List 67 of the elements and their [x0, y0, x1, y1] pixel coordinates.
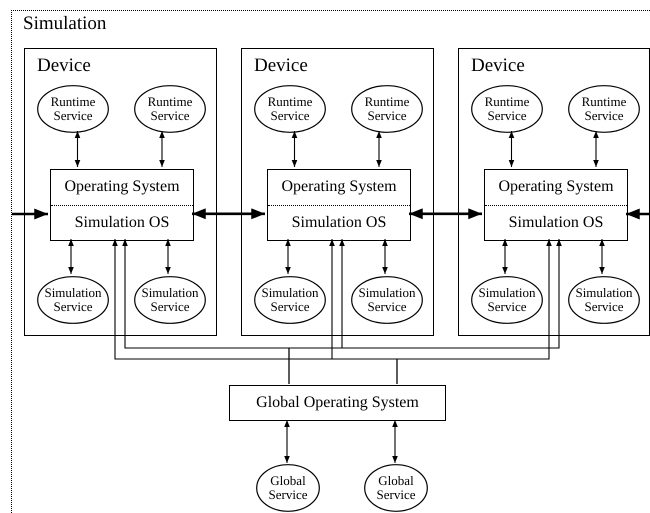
service-label: Runtime Service: [484, 95, 530, 123]
arrow: [12, 208, 48, 220]
device-box: [458, 48, 650, 336]
service-label: Simulation Service: [43, 286, 103, 314]
device-box: [241, 48, 434, 336]
service-label: Simulation Service: [260, 286, 320, 314]
arrow: [396, 239, 552, 384]
service-ellipse: [256, 464, 320, 512]
service-ellipse: [351, 85, 423, 133]
global-os-box: [229, 385, 446, 421]
service-label: Global Service: [268, 474, 308, 502]
simulation-frame: [11, 10, 650, 513]
arrow: [409, 208, 482, 220]
device-title: Device: [471, 55, 525, 77]
device-title: Device: [37, 55, 91, 77]
service-label: Runtime Service: [50, 95, 96, 123]
arrow: [508, 131, 514, 167]
device-title: Device: [254, 55, 308, 77]
arrow: [502, 239, 508, 274]
frame-title: Simulation: [23, 13, 106, 35]
arrow: [593, 131, 599, 167]
arrow: [626, 208, 650, 220]
service-label: Simulation Service: [357, 286, 417, 314]
arrow: [68, 239, 74, 274]
os-box: [484, 169, 628, 241]
arrow: [599, 239, 605, 274]
service-ellipse: [364, 464, 428, 512]
service-ellipse: [568, 85, 640, 133]
os-label: Global Operating System: [256, 394, 419, 412]
os-label: Simulation OS: [292, 214, 386, 232]
service-label: Global Service: [376, 474, 416, 502]
service-ellipse: [37, 85, 109, 133]
service-label: Runtime Service: [364, 95, 410, 123]
arrow: [159, 131, 165, 167]
service-ellipse: [134, 85, 206, 133]
os-label: Operating System: [64, 178, 180, 196]
service-label: Runtime Service: [580, 95, 628, 123]
os-label: Simulation OS: [508, 214, 604, 232]
arrow: [192, 208, 265, 220]
arrow: [288, 239, 562, 384]
device-box: [24, 48, 217, 336]
arrow: [382, 239, 388, 274]
arrow: [74, 131, 80, 167]
service-ellipse: [254, 276, 326, 324]
service-label: Simulation Service: [140, 286, 200, 314]
os-box: [267, 169, 411, 241]
service-ellipse: [134, 276, 206, 324]
service-label: Runtime Service: [266, 95, 314, 123]
service-ellipse: [471, 85, 543, 133]
arrow: [392, 420, 398, 463]
os-box: [50, 169, 194, 241]
service-label: Runtime Service: [146, 95, 194, 123]
service-ellipse: [254, 85, 326, 133]
arrow: [165, 239, 171, 274]
service-label: Simulation Service: [477, 286, 537, 314]
service-ellipse: [37, 276, 109, 324]
arrow: [376, 131, 382, 167]
os-label: Simulation OS: [74, 214, 170, 232]
service-ellipse: [471, 276, 543, 324]
service-label: Simulation Service: [574, 286, 634, 314]
arrow: [292, 131, 298, 167]
os-label: Operating System: [281, 178, 397, 196]
arrow: [284, 420, 290, 463]
service-ellipse: [568, 276, 640, 324]
service-ellipse: [351, 276, 423, 324]
arrow: [285, 239, 291, 274]
os-label: Operating System: [498, 178, 614, 196]
